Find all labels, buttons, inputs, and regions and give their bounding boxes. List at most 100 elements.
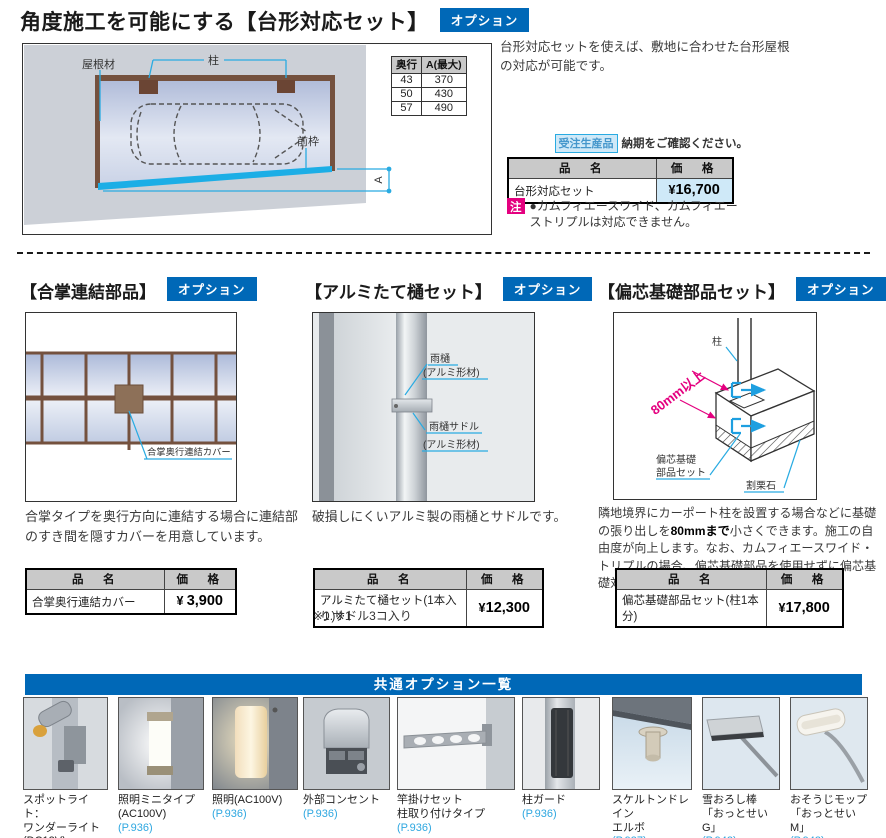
section-title-gutter: 【アルミたて樋セット】オプション [305,277,593,303]
spec-amax-3: 490 [421,101,467,116]
section-divider [17,252,870,254]
saddle-label: 雨樋サドル [429,420,479,433]
gassho-price-table: 品 名 価 格 合掌奥行連結カバー ¥ 3,900 [25,568,237,615]
desc-part-bold: 80mmまで [670,523,730,538]
post-notch [728,392,766,409]
col-header-name: 品 名 [313,568,467,590]
gassho-description: 合掌タイプを奥行方向に連結する場合に連結部のすき間を隠すカバーを用意しています。 [25,509,299,544]
spec-row: 43 370 [391,73,467,88]
roof-frame-top [95,75,335,81]
carport-top-view-illustration: 屋根材 柱 前枠 A [24,45,392,225]
foundation-price-table: 品 名 価 格 偏芯基礎部品セット(柱1本分) ¥ 17,800 [615,568,844,628]
product-name-cell: 台形対応セット [507,178,657,204]
page-ref: (P.936) [522,807,557,820]
page-ref: (P.936) [212,807,247,820]
price-value: 17,800 [785,599,830,616]
col-header-name: 品 名 [507,157,657,179]
section-title-text: 【偏芯基礎部品セット】 [598,283,785,302]
mop-photo [790,697,868,790]
col-header-price: 価 格 [465,568,544,590]
product-card-postguard: 柱ガード (P.936) [522,697,600,822]
option-badge: オプション [167,277,257,301]
spec-amax-1: 370 [421,73,467,88]
gutter-price-table: 品 名 価 格 アルミたて樋セット(1本入り)※1 ¥ 12,300 [313,568,544,628]
product-label: 外部コンセント [303,794,380,806]
polearm-photo [397,697,515,790]
minilight-photo [118,697,204,790]
page-ref: (P.936) [397,821,432,834]
yen-sign: ¥ [478,600,486,615]
spec-row: 57 490 [391,101,467,116]
crushed-stone-band-right [750,420,815,462]
table-row: 台形対応セット ¥ 16,700 [507,178,734,204]
leader-lines [656,346,801,493]
col-header-price: 価 格 [163,568,237,590]
page-ref: (P.937) [612,835,692,838]
product-card-polearm: 竿掛けセット 柱取り付けタイプ (P.936) [397,697,515,835]
product-card-light: 照明(AC100V) (P.936) [212,697,298,822]
spec-header-amax: A(最大) [421,56,467,74]
page-title-text: 角度施工を可能にする【台形対応セット】 [20,11,429,34]
product-card-minilight: 照明ミニタイプ (AC100V) (P.936) [118,697,204,835]
spec-row: 50 430 [391,87,467,102]
order-info-line: 受注生産品納期をご確認ください。 [500,134,748,153]
table-row: 偏芯基礎部品セット(柱1本分) ¥ 17,800 [615,589,844,628]
parts-label-1: 偏芯基礎 [656,453,696,466]
wall-edge [319,313,334,501]
product-name-cell: 偏芯基礎部品セット(柱1本分) [615,589,767,628]
trapezoid-roof-diagram: 屋根材 柱 前枠 A 奥行 A(最大) 43 370 50 430 57 490 [22,43,492,235]
top-description: 台形対応セットを使えば、敷地に合わせた台形屋根の対応が可能です。 [500,40,790,73]
leader-lines [404,363,488,452]
page-ref: (P.942) [702,835,780,838]
col-header-name: 品 名 [615,568,767,590]
section-title-text: 【アルミたて樋セット】 [305,283,492,302]
foundation-illustration: 80mm以上 柱 偏芯基礎 部品セット 割栗石 [648,318,816,493]
pillar-left [139,80,158,94]
leader-line [128,410,148,460]
roof-frame-right [330,75,335,171]
option-badge: オプション [796,277,886,301]
roof-frame-left [95,75,100,188]
product-name-cell: アルミたて樋セット(1本入り)※1 [313,589,467,628]
joint-cover-square [114,384,144,414]
section-title-foundation: 【偏芯基礎部品セット】オプション [598,277,886,303]
spotlight-photo [23,697,108,790]
page-ref: (P.943) [790,835,868,838]
light-photo [212,697,298,790]
pillar-label: 柱 [208,53,219,67]
price-value: 12,300 [485,599,530,616]
col-header-name: 品 名 [25,568,165,590]
dim-dot-top [386,166,392,172]
product-label: スポットライト： ワンダーライト (DC12V) [23,794,100,838]
product-label: 雪おろし棒 「おっとせいG」 [702,794,768,834]
product-label: 照明(AC100V) [212,794,283,806]
option-badge: オプション [439,8,530,32]
saddle-sub-label: (アルミ形材) [423,438,480,451]
note-text: ●カムフィエースワイド、カムフィエーストリプルは対応できません。 [529,199,738,230]
dim-a-label: A [373,176,385,184]
pillar-right [277,80,295,93]
downpipe-illustration: 雨樋 (アルミ形材) 雨樋サドル (アルミ形材) [313,313,534,501]
product-name-cell: 合掌奥行連結カバー [25,589,165,615]
front-frame-label: 前枠 [297,134,319,148]
gassho-diagram-box: 合掌奥行連結カバー [25,312,237,502]
caution-note: 注 ●カムフィエースワイド、カムフィエーストリプルは対応できません。 [507,198,745,230]
roof-material-label: 屋根材 [82,57,115,71]
snowrake-photo [702,697,780,790]
price-cell: ¥ 17,800 [765,589,844,628]
page-title: 角度施工を可能にする【台形対応セット】オプション [20,6,530,36]
pipe-saddle [391,398,433,413]
yen-sign: ¥ [176,594,184,608]
product-card-snowrake: 雪おろし棒 「おっとせいG」 (P.942) [702,697,780,838]
price-cell: ¥ 16,700 [655,178,734,204]
product-label: おそうじモップ 「おっとせいM」 [790,794,867,834]
product-card-mop: おそうじモップ 「おっとせいM」 (P.943) [790,697,868,838]
top-price-table: 品 名 価 格 台形対応セット ¥ 16,700 [507,157,734,204]
product-card-spotlight: スポットライト： ワンダーライト (DC12V) (P.935) [23,697,108,838]
dim-dot-bottom [386,188,392,194]
table-row: アルミたて樋セット(1本入り)※1 ¥ 12,300 [313,589,544,628]
price-value: 16,700 [675,182,720,198]
product-card-drainelbow: スケルトンドレイン エルボ (P.937) [612,697,692,838]
product-label: 照明ミニタイプ (AC100V) [118,794,195,820]
